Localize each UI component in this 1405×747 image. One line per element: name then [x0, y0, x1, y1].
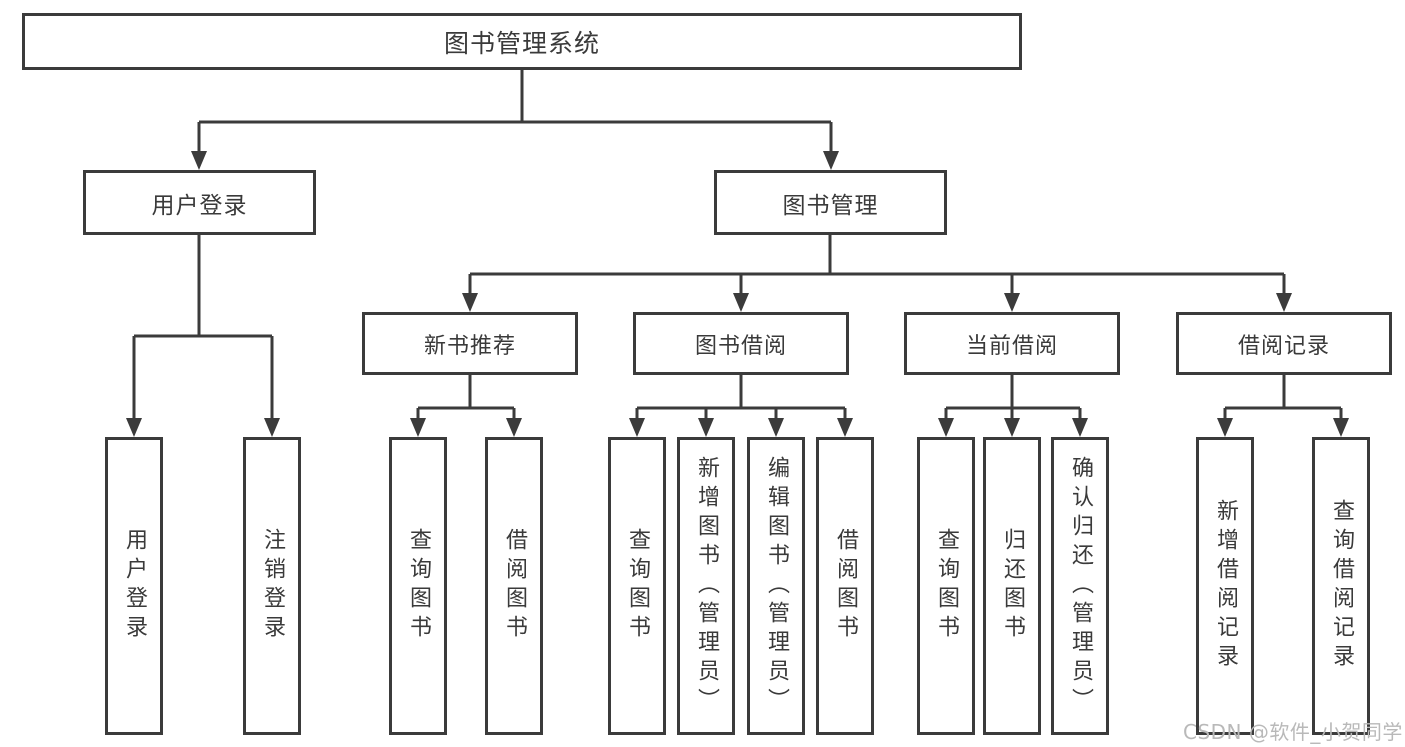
- leaf-query-books-current: 查询图书: [917, 437, 975, 735]
- node-book-management: 图书管理: [714, 170, 947, 235]
- leaf-borrow-books-borrowing: 借阅图书: [816, 437, 874, 735]
- leaf-edit-book-admin: 编辑图书（管理员）: [747, 437, 805, 735]
- node-borrowing-records: 借阅记录: [1176, 312, 1392, 375]
- node-new-book-recommend: 新书推荐: [362, 312, 578, 375]
- leaf-borrow-books-recommend: 借阅图书: [485, 437, 543, 735]
- node-current-borrowing: 当前借阅: [904, 312, 1120, 375]
- leaf-query-books-borrowing: 查询图书: [608, 437, 666, 735]
- node-user-login: 用户登录: [83, 170, 316, 235]
- leaf-add-borrow-record: 新增借阅记录: [1196, 437, 1254, 735]
- leaf-return-books: 归还图书: [983, 437, 1041, 735]
- csdn-watermark: CSDN @软件_小贺同学: [1183, 720, 1403, 744]
- node-book-borrowing: 图书借阅: [633, 312, 849, 375]
- leaf-logout: 注销登录: [243, 437, 301, 735]
- node-root-system: 图书管理系统: [22, 13, 1022, 70]
- leaf-add-book-admin: 新增图书（管理员）: [677, 437, 735, 735]
- leaf-user-login: 用户登录: [105, 437, 163, 735]
- leaf-query-books-recommend: 查询图书: [389, 437, 447, 735]
- leaf-query-borrow-record: 查询借阅记录: [1312, 437, 1370, 735]
- leaf-confirm-return-admin: 确认归还（管理员）: [1051, 437, 1109, 735]
